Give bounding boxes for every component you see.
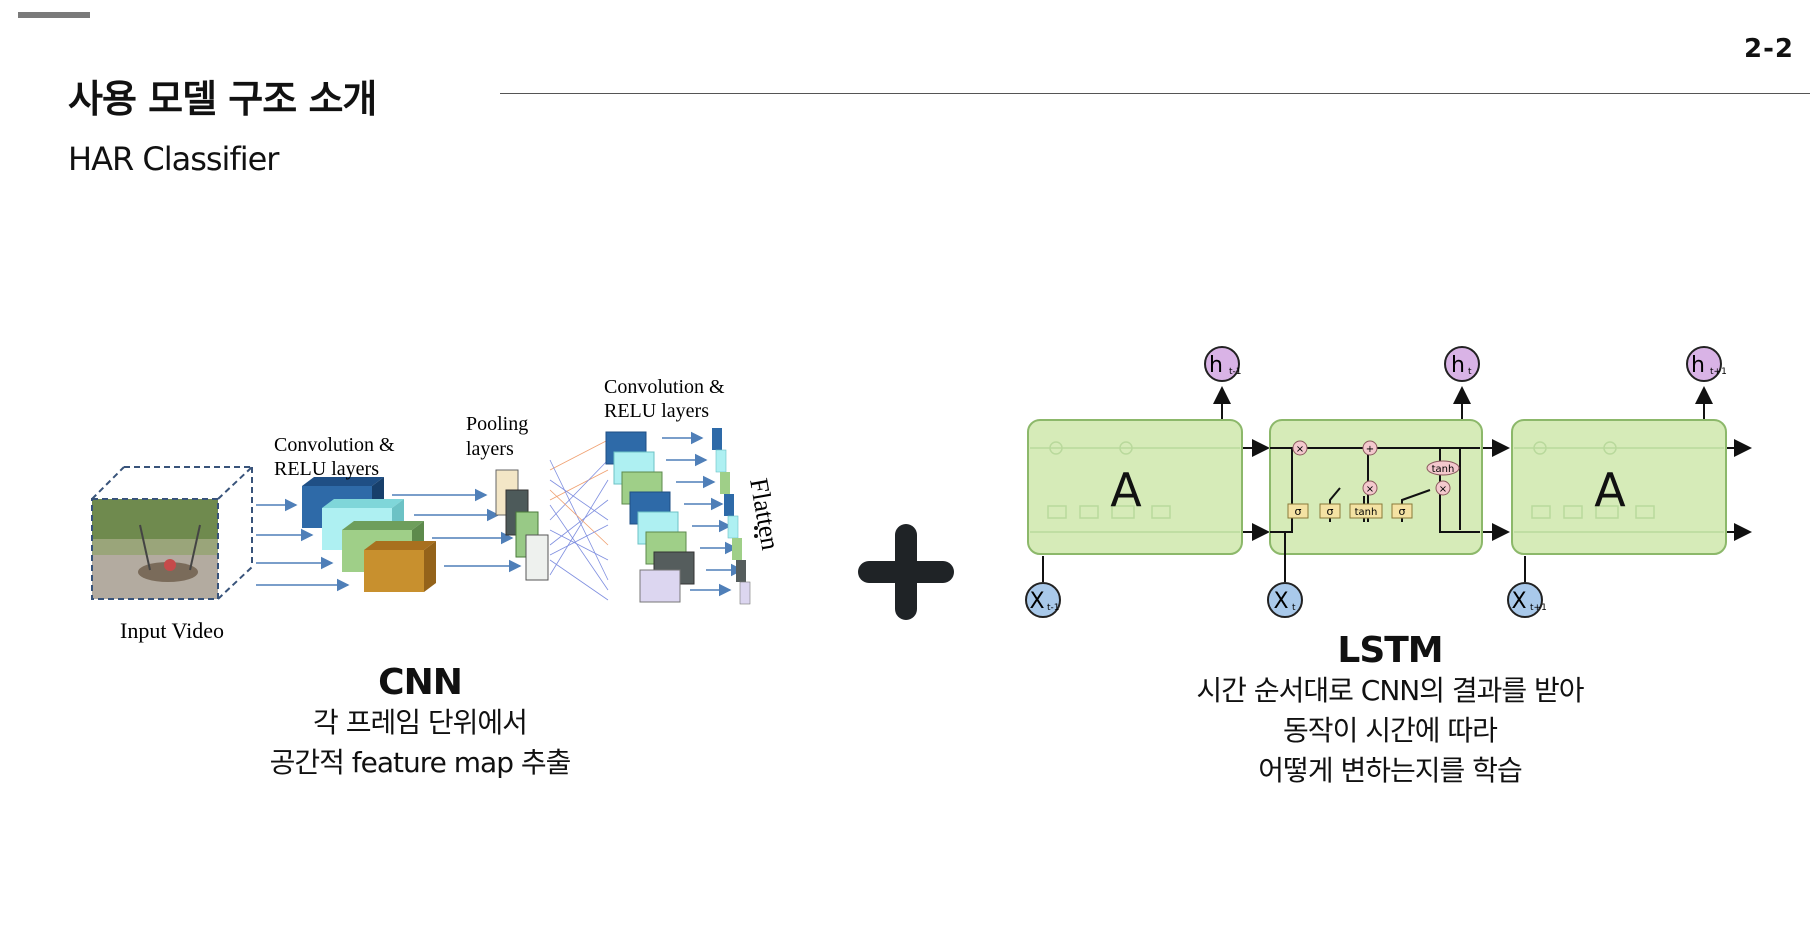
gate-output-label: σ: [1399, 505, 1406, 518]
conv-to-pool-arrows: [392, 488, 522, 573]
gate-forget-label: σ: [1295, 505, 1302, 518]
input-x-next-sub: t+1: [1530, 603, 1547, 613]
lstm-caption-line-1: 시간 순서대로 CNN의 결과를 받아: [1196, 674, 1584, 707]
input-x-current-sub: t: [1292, 603, 1296, 613]
lstm-caption: LSTM 시간 순서대로 CNN의 결과를 받아 동작이 시간에 따라 어떻게 …: [1160, 630, 1620, 791]
lstm-cell-label-prev: A: [1110, 463, 1142, 517]
page-subtitle: HAR Classifier: [68, 140, 279, 178]
cnn-caption-title: CNN: [378, 662, 463, 703]
output-h-current: h: [1451, 353, 1465, 378]
output-h-prev: h: [1209, 353, 1223, 378]
output-h-current-sub: t: [1468, 367, 1472, 377]
op-output-multiply: [1435, 480, 1451, 496]
pool-to-conv-connections: [549, 439, 609, 601]
input-video-label: Input Video: [120, 618, 224, 643]
title-divider: [500, 93, 1810, 94]
cnn-caption-line-2: 공간적 feature map 추출: [269, 746, 572, 779]
pooling-block: [495, 469, 549, 581]
lstm-cell-current: σ σ tanh σ × + × × tanh: [1269, 419, 1483, 556]
conv-relu-block-1: [302, 477, 436, 592]
cnn-caption: CNN 각 프레임 단위에서 공간적 feature map 추출: [230, 662, 610, 783]
input-x-prev-sub: t-1: [1047, 603, 1060, 613]
op-forget-multiply: [1292, 440, 1308, 456]
lstm-input-nodes: X t-1 X t X t+1: [1025, 582, 1547, 618]
op-input-multiply-label: ×: [1366, 484, 1374, 495]
lstm-output-nodes: h t-1 h t h t+1: [1204, 346, 1727, 382]
op-input-multiply: [1362, 480, 1378, 496]
op-add-label: +: [1366, 444, 1374, 455]
plus-sign: [858, 524, 954, 620]
output-h-next-sub: t+1: [1710, 367, 1727, 377]
gate-output: [1391, 503, 1413, 519]
op-forget-multiply-label: ×: [1296, 444, 1304, 455]
lstm-cell-label-next: A: [1594, 463, 1626, 517]
conv-relu-label-1b: RELU layers: [274, 458, 379, 480]
page-title: 사용 모델 구조 소개: [68, 77, 377, 121]
op-add: [1362, 440, 1378, 456]
conv-relu-label-2a: Convolution &: [604, 376, 725, 398]
lstm-cell-next: A: [1511, 419, 1727, 555]
flatten-label: Flatten: [744, 476, 785, 552]
op-tanh: [1426, 460, 1460, 476]
gate-input: [1319, 503, 1341, 519]
input-arrows: [256, 498, 350, 592]
op-output-multiply-label: ×: [1439, 484, 1447, 495]
input-x-current: X: [1273, 589, 1288, 614]
op-tanh-label: tanh: [1432, 464, 1455, 475]
lstm-caption-title: LSTM: [1337, 630, 1443, 671]
pooling-label-a: Pooling: [466, 413, 528, 435]
pooling-label-b: layers: [466, 438, 514, 460]
flatten-vector: [712, 428, 758, 605]
gate-candidate-label: tanh: [1355, 507, 1378, 518]
input-video-frame: [91, 466, 253, 600]
lstm-cell-prev: A: [1027, 419, 1243, 555]
conv-relu-block-2: [605, 431, 695, 603]
output-h-prev-sub: t-1: [1229, 367, 1242, 377]
page-number: 2-2: [1744, 34, 1794, 64]
gate-forget: [1287, 503, 1309, 519]
top-accent-bar: [18, 12, 90, 18]
lstm-caption-line-3: 어떻게 변하는지를 학습: [1258, 754, 1522, 787]
conv-relu-label-2b: RELU layers: [604, 400, 709, 422]
lstm-caption-line-2: 동작이 시간에 따라: [1283, 714, 1498, 747]
gate-input-label: σ: [1327, 505, 1334, 518]
input-x-prev: X: [1029, 589, 1044, 614]
output-h-next: h: [1691, 353, 1705, 378]
conv-relu-label-1a: Convolution &: [274, 434, 395, 456]
gate-candidate: [1349, 503, 1383, 519]
input-x-next: X: [1511, 589, 1526, 614]
cnn-caption-line-1: 각 프레임 단위에서: [313, 706, 528, 739]
